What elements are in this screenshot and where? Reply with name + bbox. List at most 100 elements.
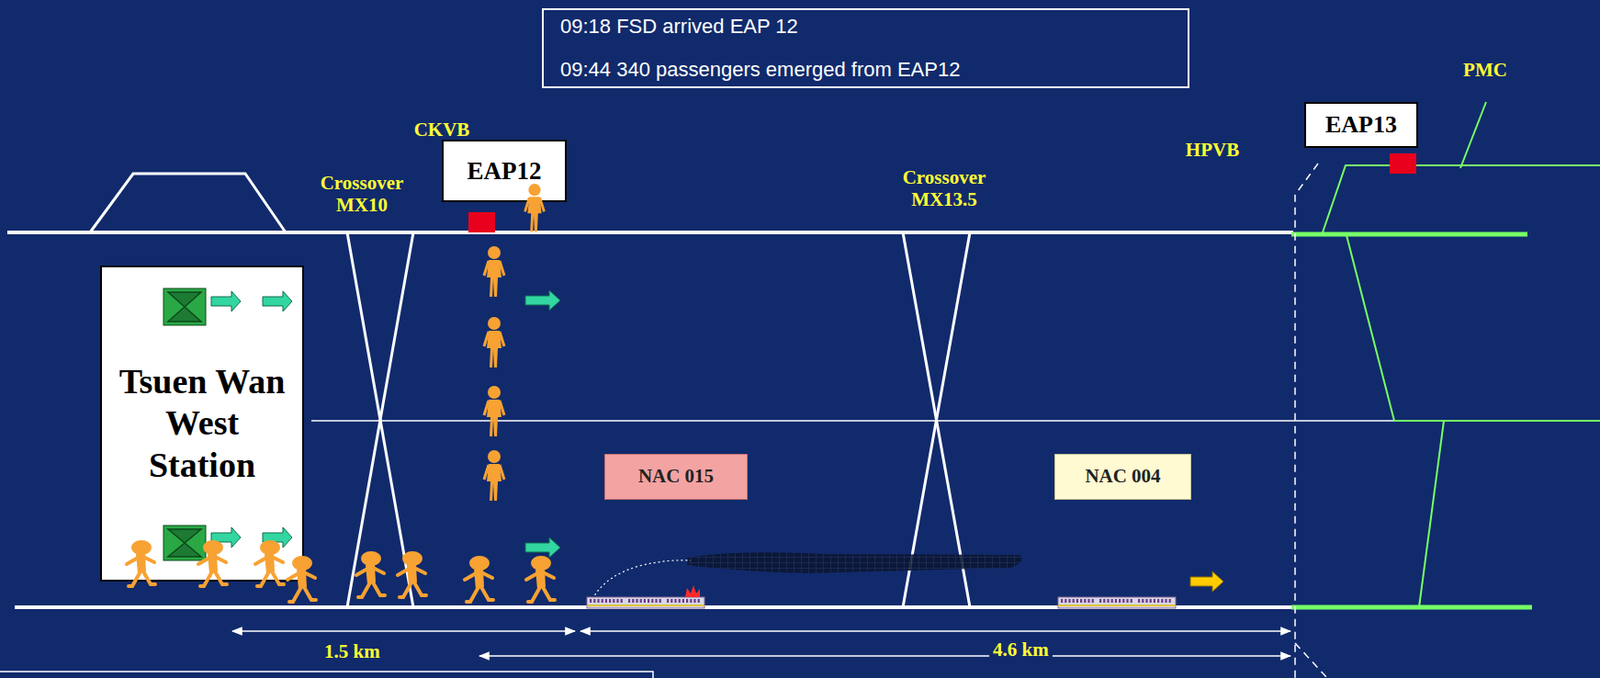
train-window xyxy=(616,598,619,603)
train-window xyxy=(612,598,615,603)
train-window xyxy=(1145,598,1148,603)
train-tag: NAC 004 xyxy=(1054,453,1192,500)
train-window xyxy=(643,598,646,603)
walking-passenger xyxy=(198,540,227,586)
train-window xyxy=(1083,598,1086,603)
tunnel-divider xyxy=(311,419,1395,422)
boundary-line xyxy=(1295,163,1319,678)
train-window xyxy=(1064,598,1067,603)
train-window xyxy=(601,598,604,603)
train-window xyxy=(647,598,650,603)
passenger-figure xyxy=(484,385,505,437)
access-point-box: EAP13 xyxy=(1304,101,1419,148)
crossover-label: Crossover MX13.5 xyxy=(870,166,1018,211)
train-window xyxy=(1138,598,1140,603)
train-window xyxy=(1160,598,1163,603)
train-window xyxy=(666,598,669,603)
train-window xyxy=(620,598,623,603)
train-window xyxy=(651,598,654,603)
train-window xyxy=(635,598,638,603)
access-point-box: EAP12 xyxy=(441,139,567,203)
train-window xyxy=(1118,598,1121,603)
train-window xyxy=(1149,598,1152,603)
train-window xyxy=(1153,598,1156,603)
node-text: 09:44 340 passengers emerged from EAP12 xyxy=(560,57,960,82)
train-window xyxy=(1141,598,1144,603)
walking-passenger xyxy=(255,540,284,586)
node-text: 09:18 FSD arrived EAP 12 xyxy=(560,14,799,39)
node-text: EAP12 xyxy=(467,156,542,186)
train xyxy=(586,597,1176,609)
walking-passenger xyxy=(356,551,385,598)
train-window xyxy=(628,598,631,603)
train-window xyxy=(631,598,634,603)
eap-marker xyxy=(468,212,496,233)
walking-passenger xyxy=(287,555,316,602)
train-window xyxy=(605,598,608,603)
passenger-figure xyxy=(525,183,545,232)
train-window xyxy=(589,598,592,603)
green-track xyxy=(1291,101,1600,608)
train-window xyxy=(670,598,673,603)
train-window xyxy=(659,598,662,603)
passenger-figure xyxy=(484,246,505,297)
fire xyxy=(685,585,700,598)
train-window xyxy=(1111,598,1114,603)
train-window xyxy=(640,598,643,603)
ventilation-building-label: CKVB xyxy=(405,118,479,141)
dimension-label: 1.5 km xyxy=(320,640,384,663)
train-window xyxy=(682,598,685,603)
station-box: Tsuen Wan West Station xyxy=(100,265,305,582)
crossover xyxy=(347,232,970,608)
train-window xyxy=(1080,598,1082,603)
train-window xyxy=(689,598,692,603)
dimension-line xyxy=(232,630,1291,656)
train-window xyxy=(698,598,700,603)
train-window xyxy=(608,598,611,603)
up-track xyxy=(7,230,1294,235)
train-window xyxy=(678,598,681,603)
train-window xyxy=(1122,598,1125,603)
station-icon xyxy=(163,288,293,561)
node-text: NAC 004 xyxy=(1084,464,1161,488)
train-window xyxy=(686,598,688,603)
walking-passenger xyxy=(397,551,427,598)
train-window xyxy=(1126,598,1128,603)
train-window xyxy=(1099,598,1102,603)
train-window xyxy=(593,598,596,603)
train-window xyxy=(1103,598,1105,603)
train-window xyxy=(654,598,657,603)
train-window xyxy=(1130,598,1133,603)
train-window xyxy=(1076,598,1079,603)
train-window xyxy=(1092,598,1094,603)
frame-edge xyxy=(0,671,654,678)
smoke-trail xyxy=(592,560,691,599)
crossover-label: Crossover MX10 xyxy=(292,171,431,216)
node-text: Tsuen Wan West Station xyxy=(114,360,290,487)
train-window xyxy=(597,598,599,603)
ventilation-building-label: HPVB xyxy=(1175,138,1250,161)
passenger-figure xyxy=(484,450,505,501)
dimension-label: 4.6 km xyxy=(989,638,1053,661)
train-window xyxy=(1087,598,1090,603)
walking-passenger xyxy=(126,540,156,586)
train-window xyxy=(1072,598,1075,603)
train-window xyxy=(1169,598,1172,603)
passenger-figures xyxy=(126,183,555,602)
train-stripe xyxy=(586,604,705,607)
train-windows xyxy=(586,598,1176,606)
boundary-line xyxy=(1295,642,1328,678)
train-window xyxy=(693,598,696,603)
train-window xyxy=(1106,598,1109,603)
direction-arrow xyxy=(525,290,1224,592)
train-window xyxy=(674,598,677,603)
location-label: PMC xyxy=(1453,58,1518,81)
train-window xyxy=(1157,598,1160,603)
timeline-box: 09:18 FSD arrived EAP 12 09:44 340 passen… xyxy=(541,8,1190,89)
station-outline xyxy=(90,173,286,233)
node-text: EAP13 xyxy=(1325,110,1398,139)
passenger-figure xyxy=(484,316,505,368)
node-text: NAC 015 xyxy=(638,464,714,488)
eap-marker xyxy=(1389,153,1417,174)
train-window xyxy=(1068,598,1071,603)
